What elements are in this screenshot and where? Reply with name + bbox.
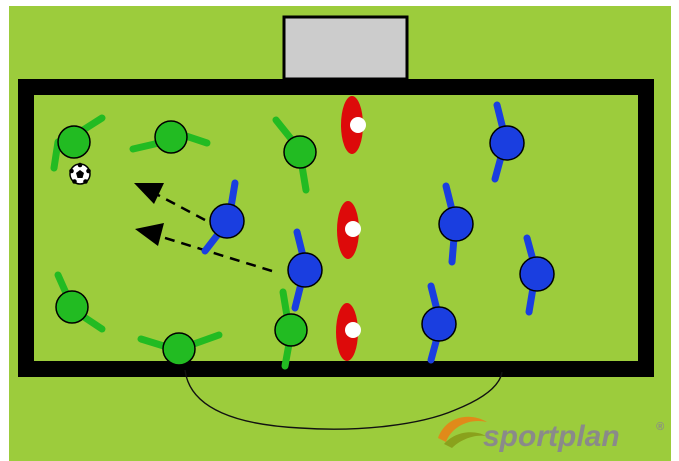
white-border-left xyxy=(0,0,9,461)
logo-registered-mark: ® xyxy=(656,421,665,433)
logo-text: sportplan xyxy=(483,420,620,453)
goal xyxy=(284,17,407,79)
white-border-top xyxy=(0,0,679,6)
white-border-right xyxy=(671,0,679,461)
